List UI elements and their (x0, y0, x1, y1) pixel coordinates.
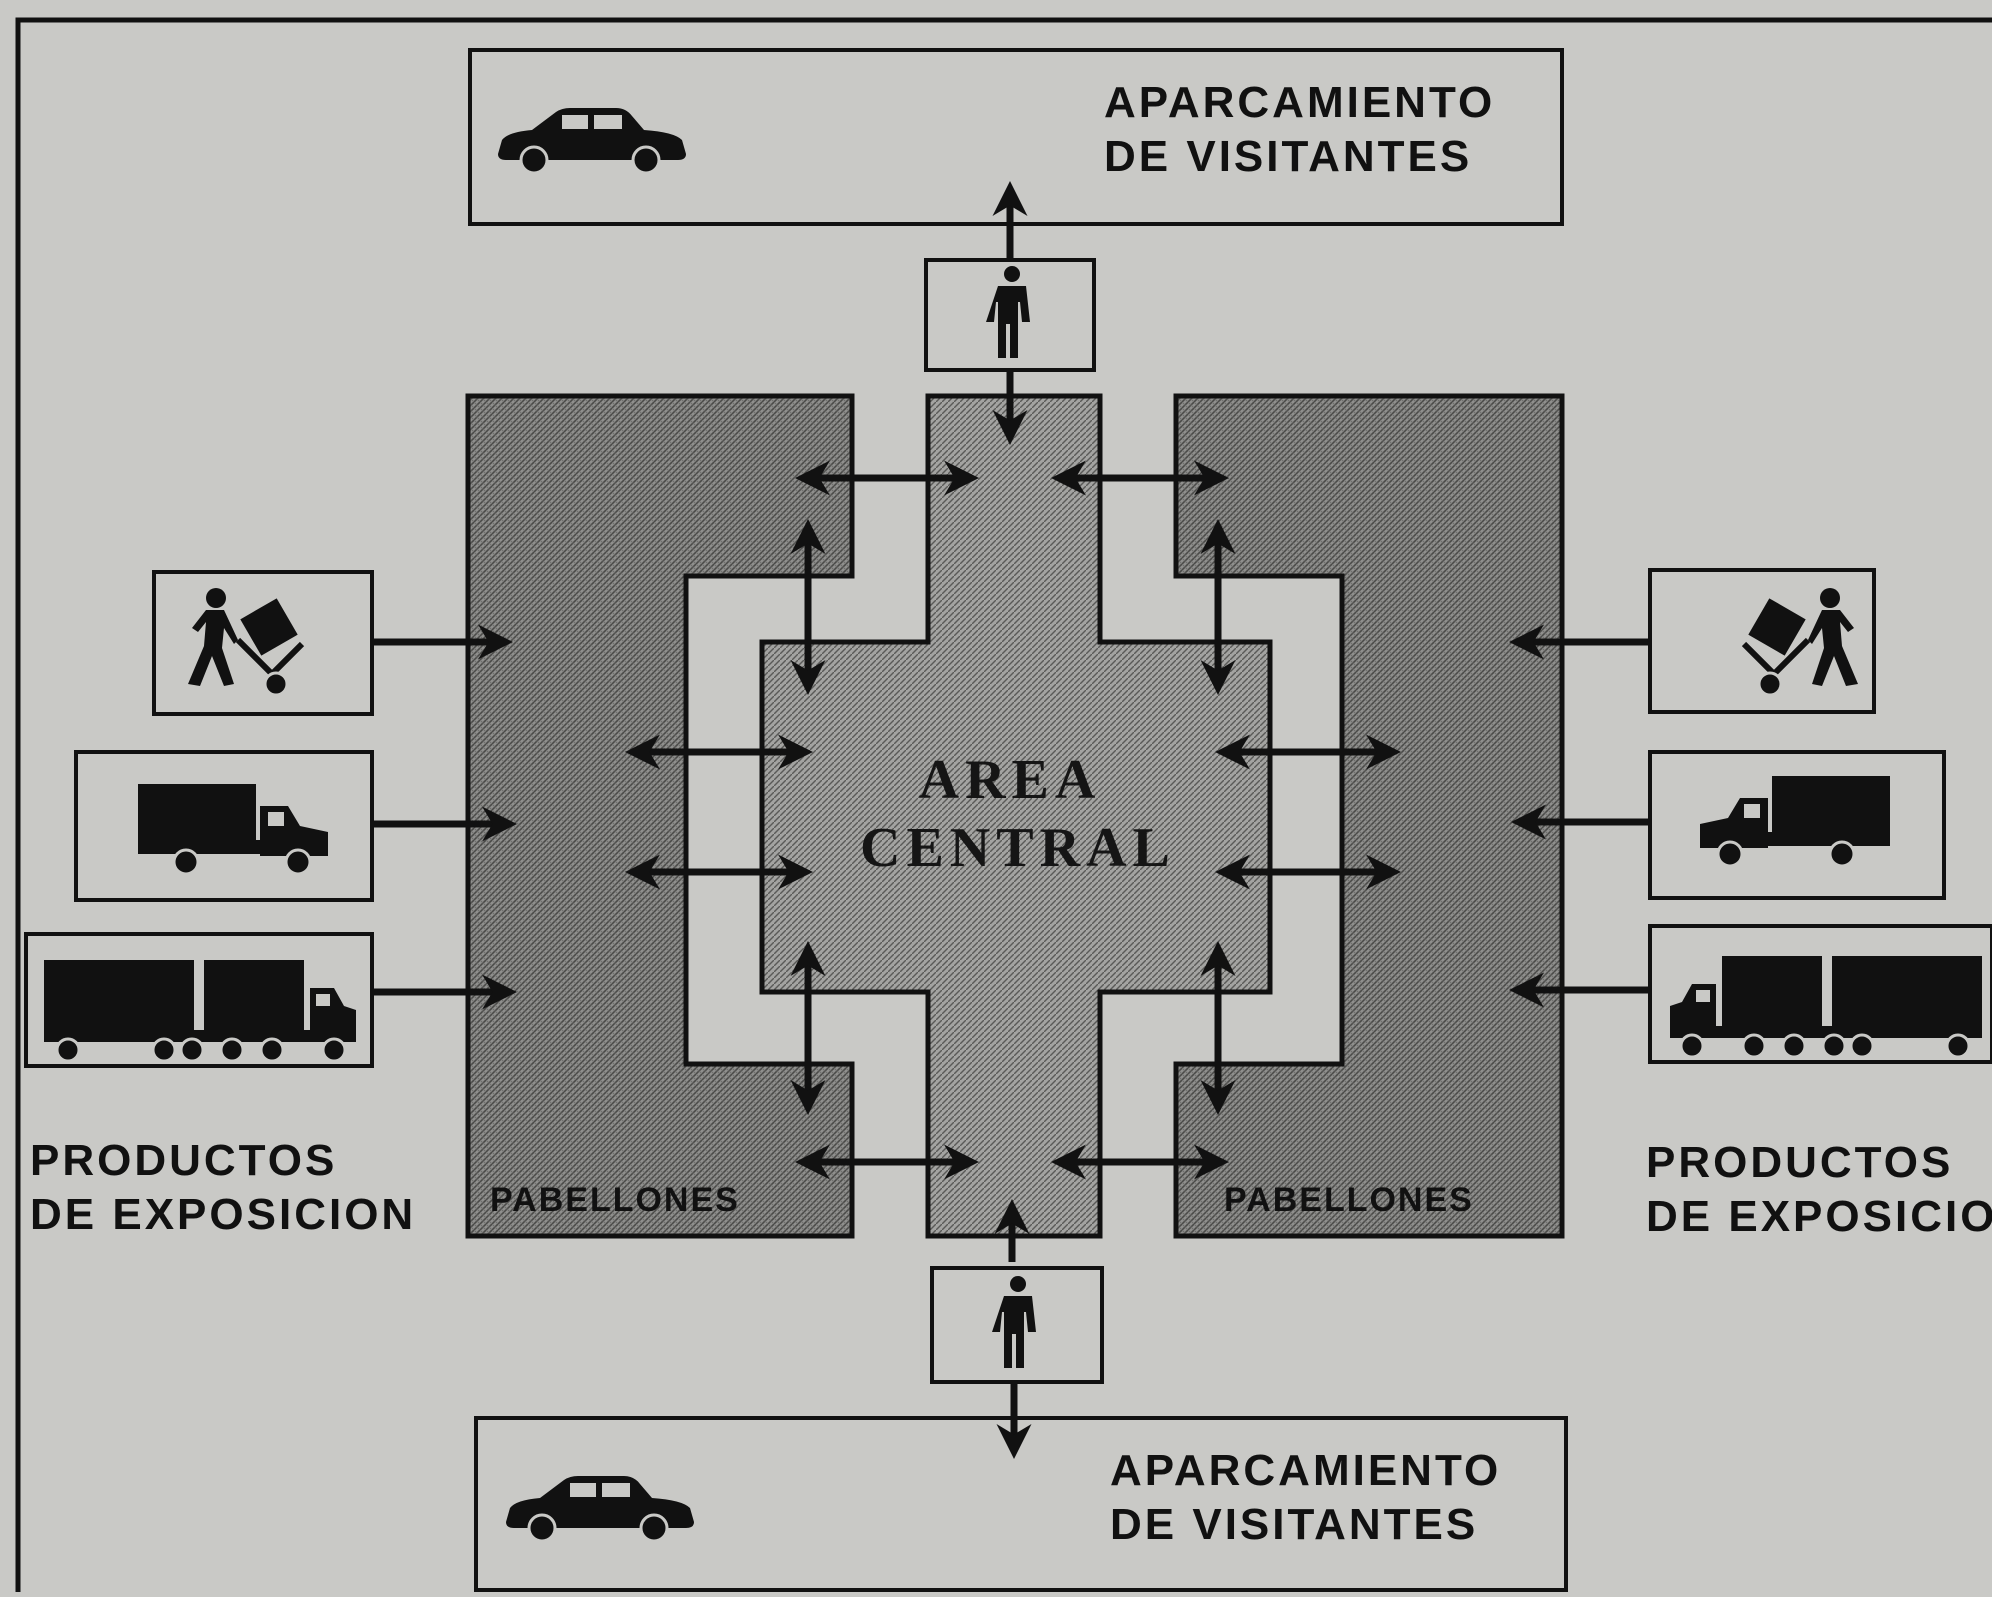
parking-bottom-box (474, 1416, 1568, 1592)
car-icon (504, 1474, 696, 1543)
parking-bottom-label: APARCAMIENTO DE VISITANTES (1110, 1444, 1501, 1551)
parking-bottom-line-2: DE VISITANTES (1110, 1499, 1479, 1549)
pavilions-right-label: PABELLONES (1224, 1181, 1474, 1219)
central-area-line-1: AREA (918, 749, 1102, 811)
trailer-truck-box-right (1648, 924, 1992, 1064)
parking-bottom-line-1: APARCAMIENTO (1110, 1446, 1502, 1495)
pedestrian-icon (992, 1276, 1036, 1368)
products-left-line-1: PRODUCTOS (30, 1136, 338, 1185)
central-area (759, 393, 1273, 1239)
pavilion-left (465, 393, 855, 1239)
products-left-label: PRODUCTOS DE EXPOSICION (30, 1134, 416, 1241)
truck-box-right (1648, 750, 1946, 900)
products-right-line-1: PRODUCTOS (1646, 1138, 1954, 1187)
car-icon (496, 106, 688, 175)
parking-top-label: APARCAMIENTO DE VISITANTES (1104, 76, 1495, 183)
truck-icon (1698, 774, 1892, 868)
parking-top-line-2: DE VISITANTES (1104, 131, 1473, 181)
trailer-truck-box-left (24, 932, 374, 1068)
hand-truck-box-right (1648, 568, 1876, 714)
central-area-line-2: CENTRAL (860, 817, 1176, 880)
trailer-truck-icon (1668, 954, 1984, 1059)
products-right-line-2: DE EXPOSICION (1646, 1191, 1992, 1241)
hand-truck-worker-icon (188, 588, 302, 695)
central-area-label: AREA CENTRAL (860, 746, 1176, 883)
parking-top-box (468, 48, 1564, 226)
hand-truck-worker-icon (1744, 588, 1858, 695)
trailer-truck-icon (42, 958, 358, 1063)
truck-box-left (74, 750, 374, 902)
pavilions-left-label: PABELLONES (490, 1181, 740, 1219)
products-left-line-2: DE EXPOSICION (30, 1189, 417, 1239)
hand-truck-box-left (152, 570, 374, 716)
products-right-label: PRODUCTOS DE EXPOSICION (1646, 1136, 1992, 1243)
pedestrian-icon (986, 266, 1030, 358)
truck-icon (136, 782, 330, 876)
pedestrian-bottom-box (930, 1266, 1104, 1384)
outer-frame (15, 17, 1992, 1597)
pedestrian-top-box (924, 258, 1096, 372)
parking-top-line-1: APARCAMIENTO (1104, 78, 1496, 127)
circulation-arrows (374, 181, 1648, 1459)
